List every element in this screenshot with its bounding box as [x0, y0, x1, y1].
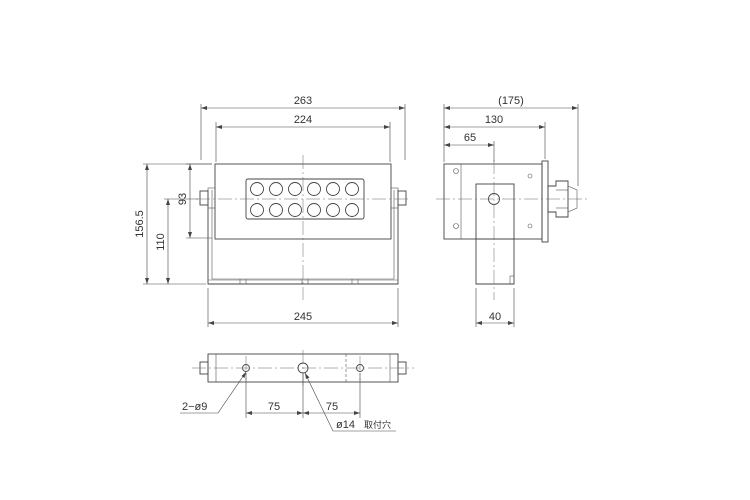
led-lens — [269, 203, 283, 217]
dim-hole-pitch-left: 75 — [268, 401, 280, 413]
front-knob-left — [199, 190, 209, 206]
center-hole-callout: ø14 — [336, 419, 355, 431]
cable-gland — [547, 180, 569, 218]
front-view: 263 224 156.5 110 93 245 — [134, 95, 410, 327]
dim-bracket-span: 224 — [294, 114, 312, 126]
dim-body-depth: 130 — [485, 114, 503, 126]
side-bracket-plate — [475, 183, 515, 240]
center-hole-note: 取付穴 — [364, 419, 391, 430]
led-lens — [345, 203, 359, 217]
side-bracket — [475, 239, 515, 285]
dim-hole-pitch-right: 75 — [326, 401, 338, 413]
led-lens — [269, 182, 283, 196]
side-view: (175) 130 65 40 — [436, 95, 590, 327]
dim-bracket-offset: 65 — [464, 132, 476, 144]
dim-base-width: 245 — [294, 311, 312, 323]
led-lens — [307, 203, 321, 217]
led-lens — [326, 182, 340, 196]
led-lens — [250, 182, 264, 196]
dim-overall-depth: (175) — [498, 95, 524, 107]
led-lens — [326, 203, 340, 217]
led-lens — [288, 203, 302, 217]
side-body — [443, 163, 543, 240]
dim-bracket-width: 40 — [489, 311, 501, 323]
hole-callout: 2−ø9 — [182, 401, 207, 413]
dim-overall-width: 263 — [294, 95, 312, 107]
led-lens — [345, 182, 359, 196]
led-lens — [307, 182, 321, 196]
led-array — [250, 182, 359, 217]
dim-mount-height: 110 — [155, 233, 167, 251]
side-flange — [541, 160, 549, 243]
led-lens — [250, 203, 264, 217]
dim-overall-height: 156.5 — [134, 210, 146, 238]
dim-body-height: 93 — [177, 193, 189, 205]
bottom-view: 75 75 2−ø9 ø14 取付穴 — [180, 350, 414, 432]
led-lens — [288, 182, 302, 196]
front-knob-right — [397, 190, 407, 206]
